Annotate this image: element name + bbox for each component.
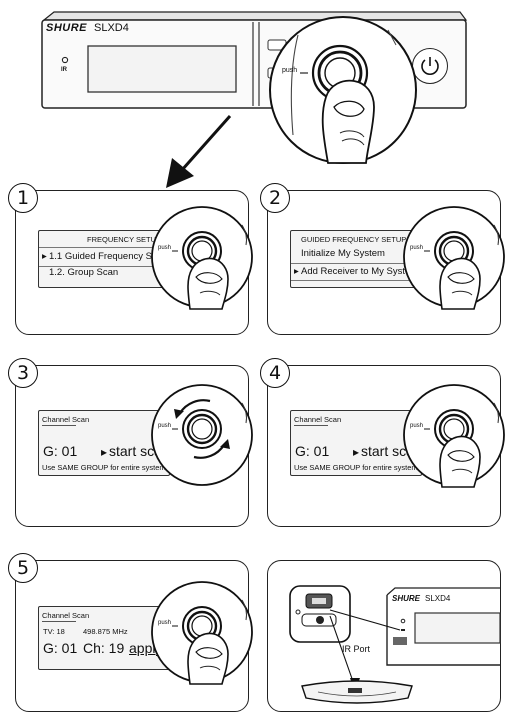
frequency-value: 498.875 MHz [83,627,128,636]
brand-logo: SHURE [392,594,421,603]
control-knob-magnifier: push [268,15,418,165]
push-label: push [282,67,298,74]
menu-title: GUIDED FREQUENCY SETUP [301,235,407,244]
step-1-display: FREQUENCY SETUP ▸ 1.1 Guided Frequency S… [38,230,170,288]
transmitter-bottom [301,680,413,704]
menu-item[interactable]: 1.2. Group Scan [49,267,119,278]
ir-label: IR [61,67,67,73]
step-2-knob-magnifier: push [402,205,506,310]
step-2-badge: 2 [260,183,290,213]
step-5-badge: 5 [8,553,38,583]
group-value: G: 01 [43,640,78,656]
screen-title: Channel Scan [294,415,342,424]
model-label: SLXD4 [94,22,129,34]
group-note: Use SAME GROUP for entire system. [294,463,420,472]
step-5-display: Channel Scan TV: 18 498.875 MHz G: 01 Ch… [38,606,170,670]
receiver-corner [386,587,501,666]
power-button[interactable] [412,48,448,84]
menu-item[interactable]: Add Receiver to My System [301,266,419,277]
step-1-knob-magnifier: push [150,205,254,310]
step-5-knob-magnifier: push [150,580,254,685]
group-value: G: 01 [295,443,330,459]
step-3-badge: 3 [8,358,38,388]
channel-value: Ch: 19 [83,640,125,656]
step-3-knob-magnifier: push [150,383,254,487]
push-label: push [410,245,424,251]
screen-title: Channel Scan [42,415,90,424]
group-value: G: 01 [43,443,78,459]
menu-item[interactable]: Initialize My System [301,248,385,259]
step-1-badge: 1 [8,183,38,213]
arrow-down-left-icon [166,115,232,188]
push-label: push [410,423,424,429]
step-4-badge: 4 [260,358,290,388]
step-4-display: Channel Scan G: 01 ▸ start scan Use SAME… [290,410,422,476]
step-2-display: GUIDED FREQUENCY SETUP Initialize My Sys… [290,230,422,288]
brand-logo: SHURE [46,22,88,34]
tv-channel: TV: 18 [43,627,65,636]
ir-port-label: IR Port [342,644,371,654]
model-label: SLXD4 [425,594,451,603]
power-icon [421,57,439,75]
push-label: push [158,245,172,251]
menu-title: FREQUENCY SETUP [87,235,162,244]
step-4-knob-magnifier: push [402,383,506,488]
group-note: Use SAME GROUP for entire system. [42,463,168,472]
transmitter-ir-port-detail [289,585,351,643]
push-label: push [158,620,172,626]
menu-item[interactable]: 1.1 Guided Frequency Setup [49,251,170,262]
push-label: push [158,423,172,429]
screen-title: Channel Scan [42,611,90,620]
